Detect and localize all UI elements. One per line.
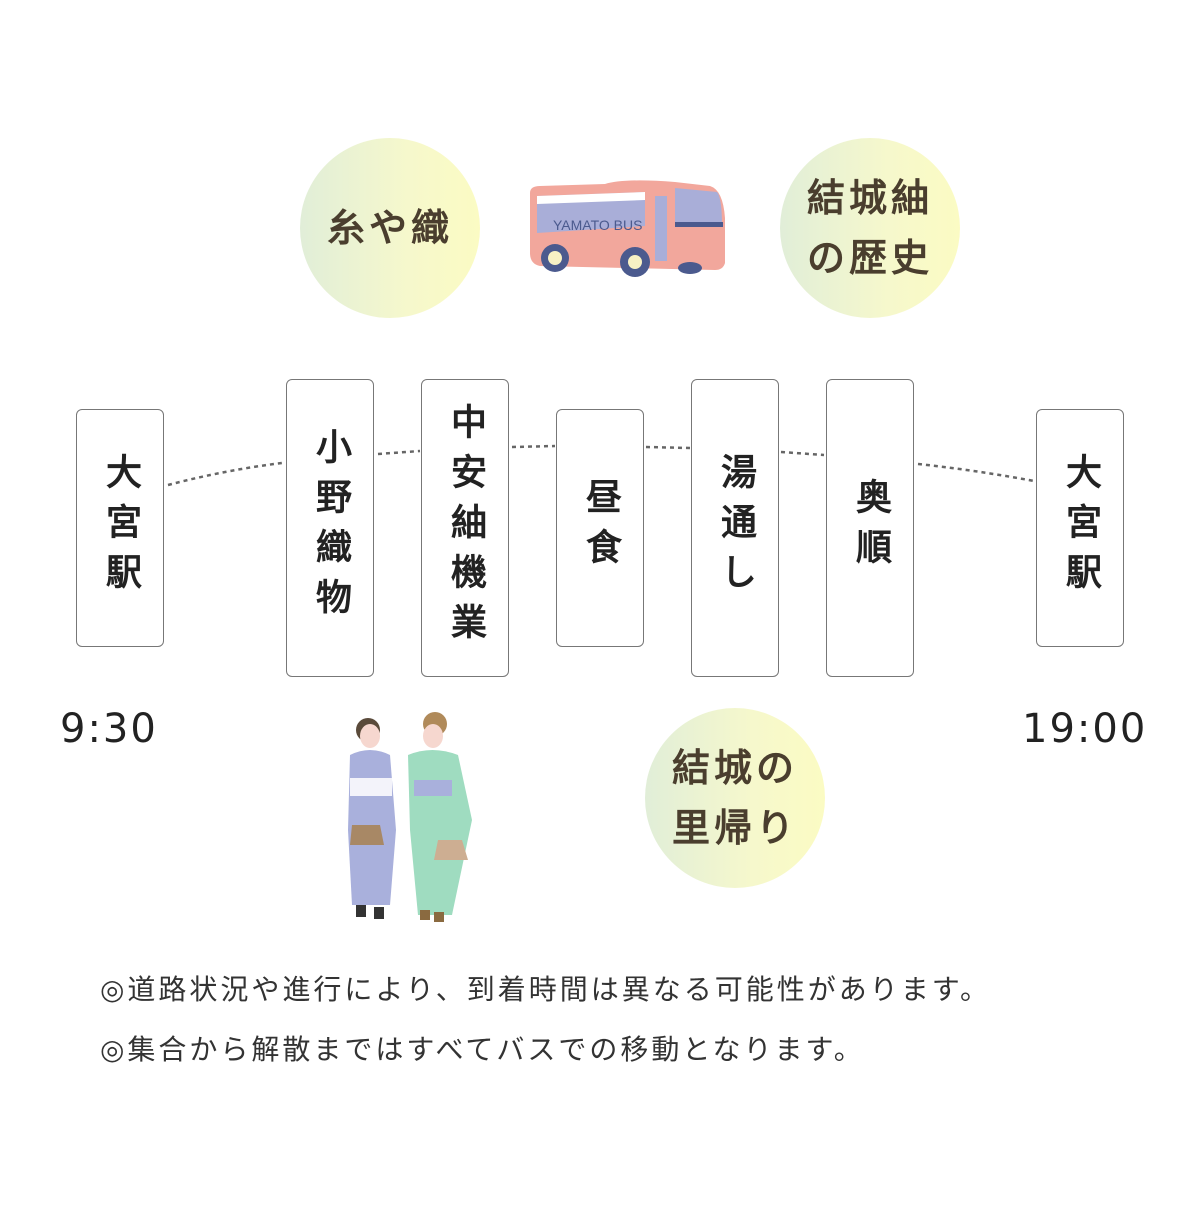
stop-ono-orimono: 小野織物 bbox=[286, 379, 374, 677]
circle-label: 糸や織 bbox=[326, 206, 453, 250]
route-line bbox=[167, 461, 283, 487]
stop-label: 大宮駅 bbox=[1060, 453, 1101, 603]
circle-label: の歴史 bbox=[806, 236, 933, 280]
circle-satogaeri: 結城の里帰り bbox=[645, 708, 825, 888]
note-bus-travel: ◎集合から解散まではすべてバスでの移動となります。 bbox=[100, 1033, 865, 1066]
stop-okujun: 奥順 bbox=[826, 379, 914, 677]
bus-icon: YAMATO BUS bbox=[530, 180, 725, 277]
stop-omiya-start: 大宮駅 bbox=[76, 409, 164, 647]
stop-nakayasu: 中安紬機業 bbox=[421, 379, 509, 677]
stop-label: 小野織物 bbox=[310, 428, 351, 628]
end-time: 19:00 bbox=[1022, 706, 1148, 752]
stop-label: 大宮駅 bbox=[100, 453, 141, 603]
route-line bbox=[511, 444, 556, 449]
stop-omiya-end: 大宮駅 bbox=[1036, 409, 1124, 647]
circle-label: 里帰り bbox=[671, 806, 798, 850]
start-time: 9:30 bbox=[60, 706, 158, 752]
note-arrival-time: ◎道路状況や進行により、到着時間は異なる可能性があります。 bbox=[100, 973, 991, 1006]
circle-label: 結城紬 bbox=[806, 176, 933, 220]
route-line bbox=[377, 449, 421, 456]
stop-label: 奥順 bbox=[850, 478, 891, 578]
stop-yudoshi: 湯通し bbox=[691, 379, 779, 677]
stop-label: 湯通し bbox=[715, 453, 756, 603]
stop-label: 昼食 bbox=[580, 478, 621, 578]
circle-yuki-history: 結城紬の歴史 bbox=[780, 138, 960, 318]
circle-ito-ya-ori: 糸や織 bbox=[300, 138, 480, 318]
stop-lunch: 昼食 bbox=[556, 409, 644, 647]
bus-label: YAMATO BUS bbox=[553, 217, 642, 233]
route-line bbox=[780, 450, 825, 457]
route-line bbox=[645, 445, 691, 450]
kimono-women-icon bbox=[348, 712, 472, 922]
circle-label: 結城の bbox=[671, 746, 798, 790]
stop-label: 中安紬機業 bbox=[445, 403, 486, 653]
route-line bbox=[917, 462, 1035, 483]
